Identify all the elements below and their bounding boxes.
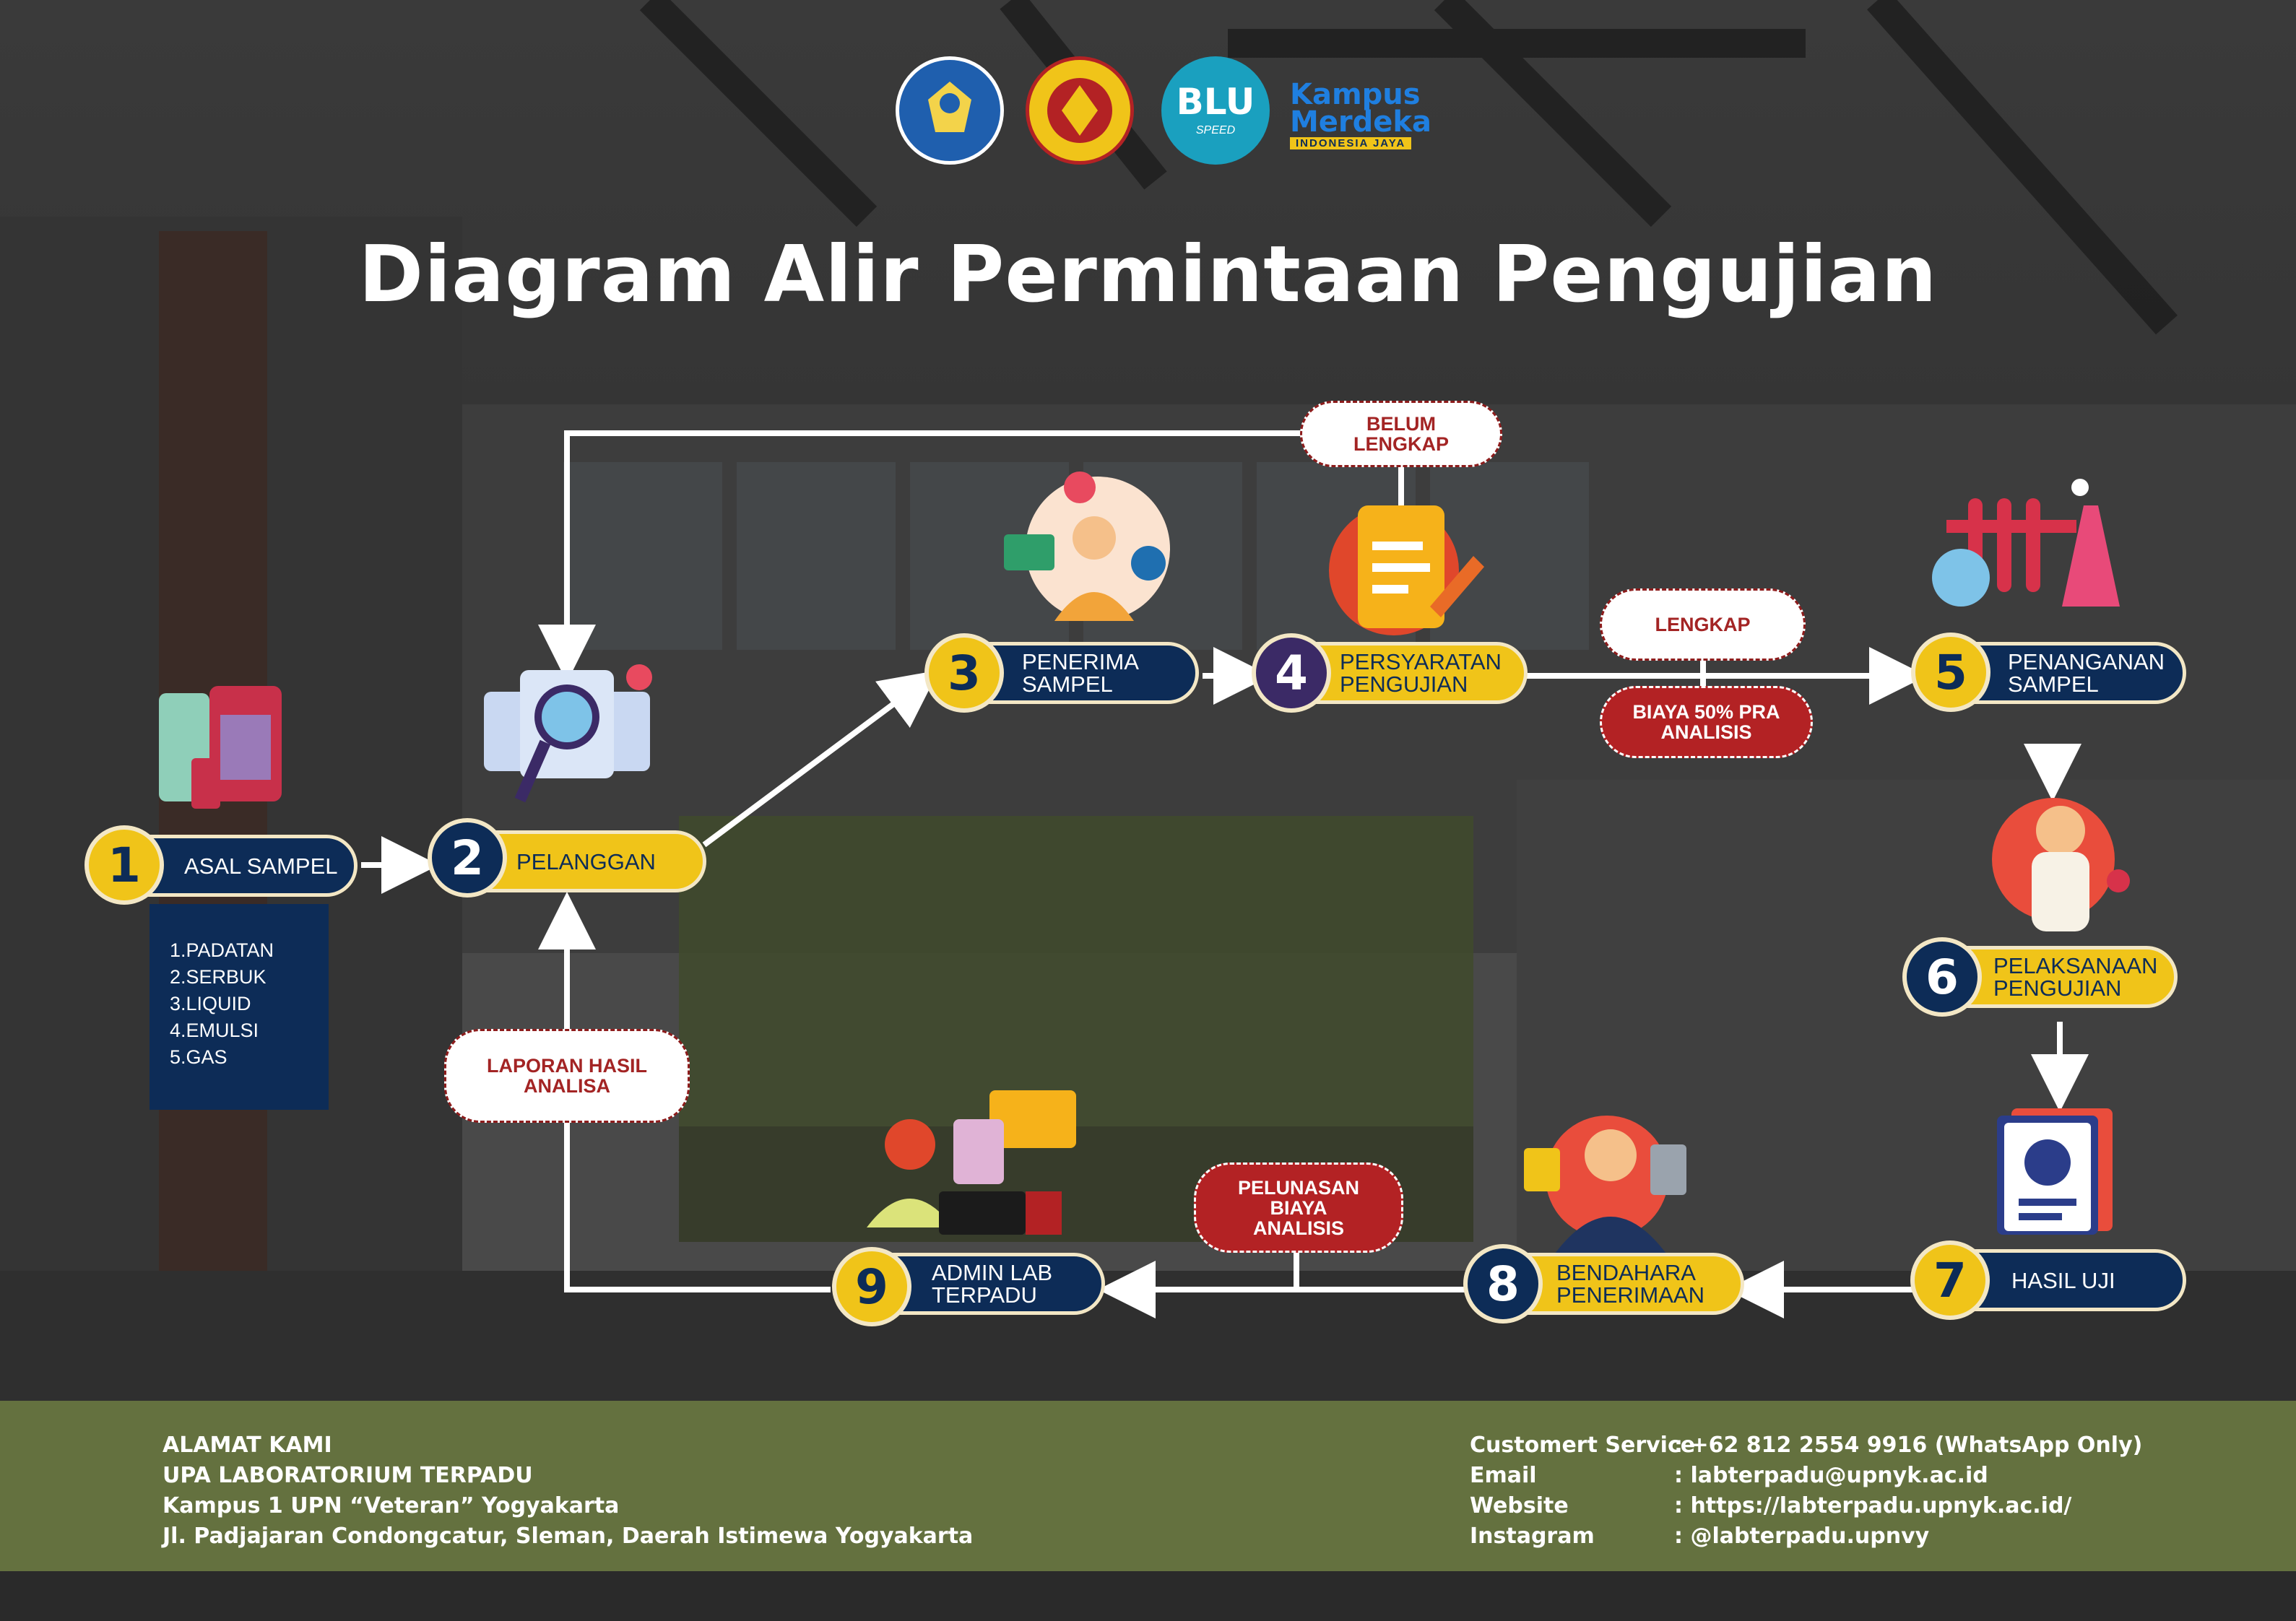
- sample-types-list: 1.PADATAN 2.SERBUK 3.LIQUID 4.EMULSI 5.G…: [150, 904, 329, 1110]
- step-5-label-line-1: PENANGANAN: [2008, 649, 2165, 674]
- sample-type-item: 3.LIQUID: [170, 993, 251, 1014]
- step-6-label-line-2: PENGUJIAN: [1993, 975, 2122, 1001]
- step-5-label-line-2: SAMPEL: [2008, 672, 2099, 697]
- step-8-label-line-1: BENDAHARA: [1556, 1260, 1696, 1285]
- biaya-pra-analisis-badge: BIAYA 50% PRA ANALISIS: [1600, 686, 1813, 758]
- step-3-label-line-2: SAMPEL: [1022, 672, 1113, 697]
- step-4-number: 4: [1252, 633, 1331, 713]
- step-8-number: 8: [1463, 1244, 1543, 1324]
- lab-equipment-icon: [1932, 479, 2120, 607]
- arrow-2-to-3: [702, 670, 940, 848]
- pelunasan-line-3: ANALISIS: [1252, 1217, 1344, 1239]
- step-9-number: 9: [832, 1247, 911, 1326]
- step-9-label-line-2: TERPADU: [932, 1282, 1037, 1308]
- step-6-label: PELAKSANAAN PENGUJIAN: [1993, 949, 2159, 1004]
- sample-bottles-icon: [159, 686, 282, 809]
- pelunasan-line-1: PELUNASAN: [1237, 1176, 1359, 1199]
- step-2-number: 2: [428, 818, 507, 898]
- step-4-persyaratan-pengujian: PERSYARATAN PENGUJIAN: [1260, 642, 1528, 704]
- sample-type-item: 1.PADATAN: [170, 939, 274, 961]
- requirements-document-icon: [1329, 505, 1484, 635]
- customer-search-icon: [484, 664, 652, 803]
- laporan-line-1: LAPORAN HASIL: [487, 1055, 647, 1077]
- step-7-number: 7: [1910, 1240, 1990, 1320]
- tut-wuri-handayani-logo: [896, 56, 1004, 165]
- footer: ALAMAT KAMI UPA LABORATORIUM TERPADU Kam…: [0, 1401, 2296, 1571]
- kampus-merdeka-logo: Kampus Merdeka INDONESIA JAYA: [1290, 78, 1434, 150]
- pelunasan-biaya-analisis-badge: PELUNASAN BIAYA ANALISIS: [1194, 1162, 1403, 1253]
- upn-veteran-logo: [1026, 56, 1134, 165]
- loop-belum-lengkap: [538, 430, 1404, 682]
- blu-logo-subtext: SPEED: [1195, 124, 1236, 136]
- sample-type-item: 4.EMULSI: [170, 1020, 259, 1041]
- contact-cs-label: Customert Service: [1470, 1433, 1696, 1458]
- address-line-2: Kampus 1 UPN “Veteran” Yogyakarta: [163, 1493, 620, 1518]
- step-3-number: 3: [924, 633, 1004, 713]
- step-8-label: BENDAHARA PENERIMAAN: [1556, 1256, 1726, 1311]
- step-3-label: PENERIMA SAMPEL: [1022, 646, 1181, 700]
- sample-type-item: 5.GAS: [170, 1046, 228, 1068]
- step-5-label: PENANGANAN SAMPEL: [2008, 646, 2168, 700]
- contact-website-label: Website: [1470, 1493, 1569, 1518]
- contact-email-value[interactable]: : labterpadu@upnyk.ac.id: [1674, 1463, 1988, 1488]
- sample-type-item: 2.SERBUK: [170, 966, 267, 988]
- treasurer-icon: [1524, 1116, 1686, 1256]
- contact-instagram-value[interactable]: : @labterpadu.upnvy: [1674, 1524, 1930, 1549]
- admin-office-icon: [867, 1090, 1076, 1235]
- step-9-label-line-1: ADMIN LAB: [932, 1260, 1053, 1285]
- belum-lengkap-badge: BELUM LENGKAP: [1300, 401, 1502, 467]
- blu-logo-text: BLU: [1176, 81, 1255, 123]
- biaya-line-1: BIAYA 50% PRA: [1632, 701, 1780, 723]
- address-line-3: Jl. Padjajaran Condongcatur, Sleman, Dae…: [163, 1524, 974, 1549]
- step-7-label: HASIL UJI: [2011, 1267, 2115, 1293]
- step-6-label-line-1: PELAKSANAAN: [1993, 953, 2158, 978]
- laporan-hasil-analisa-badge: LAPORAN HASIL ANALISA: [444, 1029, 690, 1123]
- step-8-bendahara-penerimaan: BENDAHARA PENERIMAAN: [1477, 1253, 1744, 1315]
- contact-instagram-label: Instagram: [1470, 1524, 1595, 1549]
- step-4-label-line-2: PENGUJIAN: [1340, 672, 1468, 697]
- lengkap-badge: LENGKAP: [1600, 588, 1806, 661]
- contact-website-value[interactable]: : https://labterpadu.upnyk.ac.id/: [1674, 1493, 2072, 1518]
- indonesia-jaya-text: INDONESIA JAYA: [1290, 137, 1412, 149]
- page-title: Diagram Alir Permintaan Pengujian: [358, 230, 1938, 320]
- address-line-1: UPA LABORATORIUM TERPADU: [163, 1463, 533, 1488]
- step-1-number: 1: [85, 825, 164, 905]
- pelunasan-line-2: BIAYA: [1270, 1196, 1327, 1219]
- biaya-line-2: ANALISIS: [1660, 721, 1752, 743]
- kampus-text: Kampus: [1290, 78, 1421, 111]
- step-4-label-line-1: PERSYARATAN: [1340, 649, 1502, 674]
- merdeka-text: Merdeka: [1290, 105, 1432, 139]
- step-6-number: 6: [1902, 937, 1982, 1017]
- blu-speed-logo: BLU SPEED: [1161, 56, 1270, 165]
- test-report-icon: [1997, 1108, 2113, 1235]
- step-8-label-line-2: PENERIMAAN: [1556, 1282, 1704, 1308]
- laporan-line-2: ANALISA: [524, 1075, 610, 1097]
- contact-cs-value: : +62 812 2554 9916 (WhatsApp Only): [1674, 1433, 2143, 1458]
- step-2-label: PELANGGAN: [516, 848, 656, 874]
- address-heading: ALAMAT KAMI: [163, 1433, 332, 1458]
- contact-email-label: Email: [1470, 1463, 1537, 1488]
- scientist-icon: [1992, 798, 2130, 931]
- step-3-label-line-1: PENERIMA: [1022, 649, 1139, 674]
- step-4-label: PERSYARATAN PENGUJIAN: [1340, 646, 1509, 700]
- receptionist-icon: [1004, 471, 1170, 621]
- step-9-label: ADMIN LAB TERPADU: [932, 1256, 1087, 1311]
- step-5-number: 5: [1911, 633, 1990, 712]
- step-1-label: ASAL SAMPEL: [184, 853, 338, 879]
